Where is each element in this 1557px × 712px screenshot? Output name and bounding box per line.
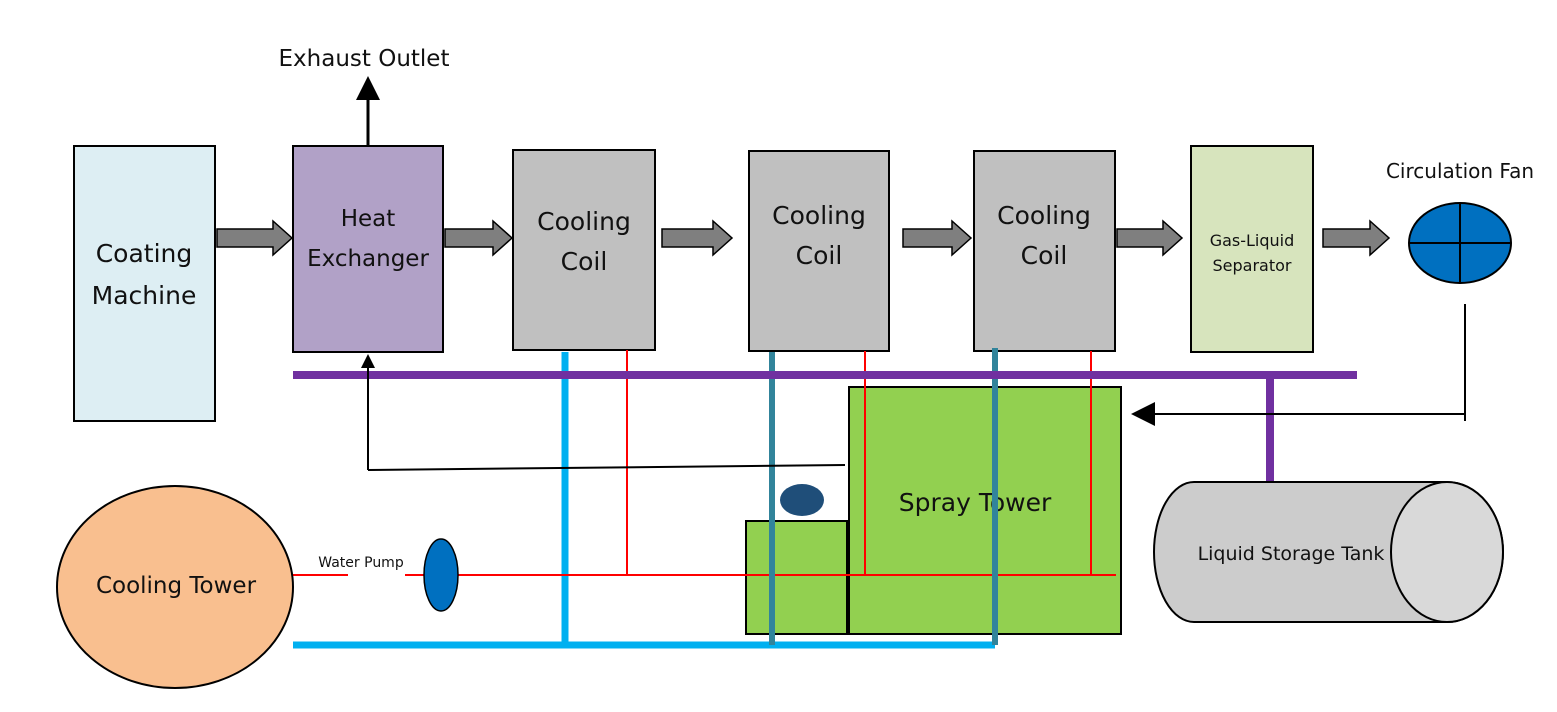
return-arrow-icon xyxy=(361,354,375,368)
coating-machine-label-1: Coating xyxy=(96,239,193,268)
cooling-coil-1-label-1: Cooling xyxy=(537,207,631,236)
flow-arrow-icon xyxy=(444,219,514,257)
separator-label-2: Separator xyxy=(1213,256,1292,275)
circulation-fan xyxy=(1408,202,1512,284)
cooling-coil-1: Cooling Coil xyxy=(512,149,656,351)
cooling-coil-2-label-1: Cooling xyxy=(772,201,866,230)
spray-tower-label: Spray Tower xyxy=(899,488,1052,517)
cooling-coil-3-label-1: Cooling xyxy=(997,201,1091,230)
water-pump-icon xyxy=(423,538,459,612)
heat-exchanger: Heat Exchanger xyxy=(292,145,444,353)
separator-label-1: Gas-Liquid xyxy=(1210,231,1295,250)
exhaust-arrow-icon xyxy=(356,76,380,100)
water-pump-label: Water Pump xyxy=(318,555,404,571)
cooling-tower-label: Cooling Tower xyxy=(96,573,257,599)
coating-machine: Coating Machine xyxy=(73,145,216,422)
gas-liquid-separator: Gas-Liquid Separator xyxy=(1190,145,1314,353)
teal-pipes-front xyxy=(769,348,998,645)
cooling-coil-3-label-2: Coil xyxy=(1021,241,1068,270)
flow-arrow-icon xyxy=(902,219,973,257)
spray-tower: Spray Tower xyxy=(745,386,1122,635)
coating-machine-label-2: Machine xyxy=(92,281,197,310)
flow-arrows xyxy=(216,219,1391,257)
flow-arrow-icon xyxy=(216,219,294,257)
spray-tower-body xyxy=(848,386,1122,635)
flow-arrow-icon xyxy=(661,219,734,257)
heat-exchanger-label-1: Heat xyxy=(341,206,396,232)
exhaust-outlet-label: Exhaust Outlet xyxy=(279,46,450,72)
purple-pipes xyxy=(293,371,1357,484)
flow-arrow-icon xyxy=(1322,219,1391,257)
flow-arrow-icon xyxy=(1116,219,1184,257)
cooling-coil-1-label-2: Coil xyxy=(561,247,608,276)
return-arrow-icon xyxy=(1131,402,1155,426)
liquid-storage-tank: Liquid Storage Tank xyxy=(1153,481,1504,623)
cooling-tower: Cooling Tower xyxy=(56,485,294,689)
tank-label: Liquid Storage Tank xyxy=(1198,543,1385,565)
cooling-coil-2: Cooling Coil xyxy=(748,150,890,352)
cooling-coil-3: Cooling Coil xyxy=(973,150,1116,352)
cold-water-pipes xyxy=(293,352,995,649)
spray-nozzle-icon xyxy=(780,484,824,516)
heat-exchanger-label-2: Exchanger xyxy=(307,246,429,272)
spray-tower-base xyxy=(745,520,848,635)
return-lines xyxy=(367,304,1466,471)
circulation-fan-label: Circulation Fan xyxy=(1386,159,1534,183)
water-pump: Water Pump xyxy=(318,538,459,612)
cooling-coil-2-label-2: Coil xyxy=(796,241,843,270)
